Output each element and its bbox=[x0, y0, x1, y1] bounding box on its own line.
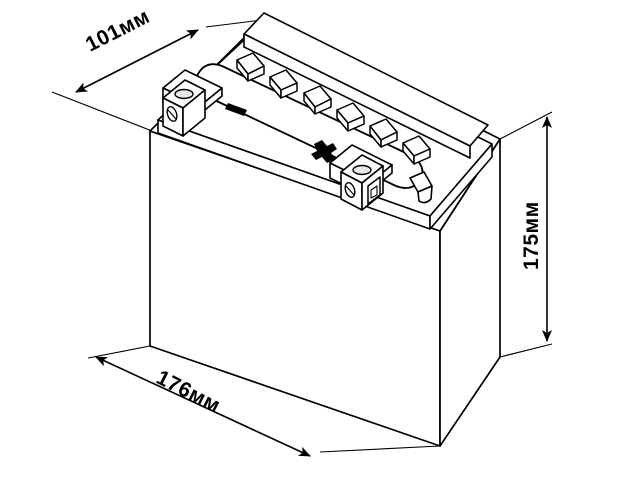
plus-mark-icon bbox=[311, 140, 337, 163]
depth-dimension-line bbox=[75, 29, 199, 93]
height-dimension-label: 175мм bbox=[520, 201, 543, 270]
positive-terminal bbox=[329, 144, 393, 211]
dimension-lines bbox=[51, 19, 553, 457]
vent-cap bbox=[303, 85, 332, 115]
polarity-marks bbox=[225, 103, 337, 163]
minus-mark-icon bbox=[225, 103, 247, 116]
negative-terminal-hole bbox=[174, 88, 194, 100]
vent-cap-row bbox=[236, 52, 431, 165]
lid-right-skirt bbox=[429, 143, 493, 230]
extension-lines bbox=[51, 19, 553, 453]
lid-rear-ridge-face bbox=[243, 33, 471, 159]
vent-cap bbox=[236, 52, 265, 82]
negative-terminal bbox=[162, 69, 223, 137]
vent-cap bbox=[269, 69, 298, 99]
gas-vent-nozzle bbox=[409, 171, 433, 204]
width-dimension-line bbox=[95, 356, 311, 457]
vent-cap bbox=[336, 102, 365, 132]
vent-cap bbox=[369, 118, 398, 148]
positive-terminal-hole bbox=[352, 164, 372, 176]
vent-cap bbox=[402, 135, 431, 165]
